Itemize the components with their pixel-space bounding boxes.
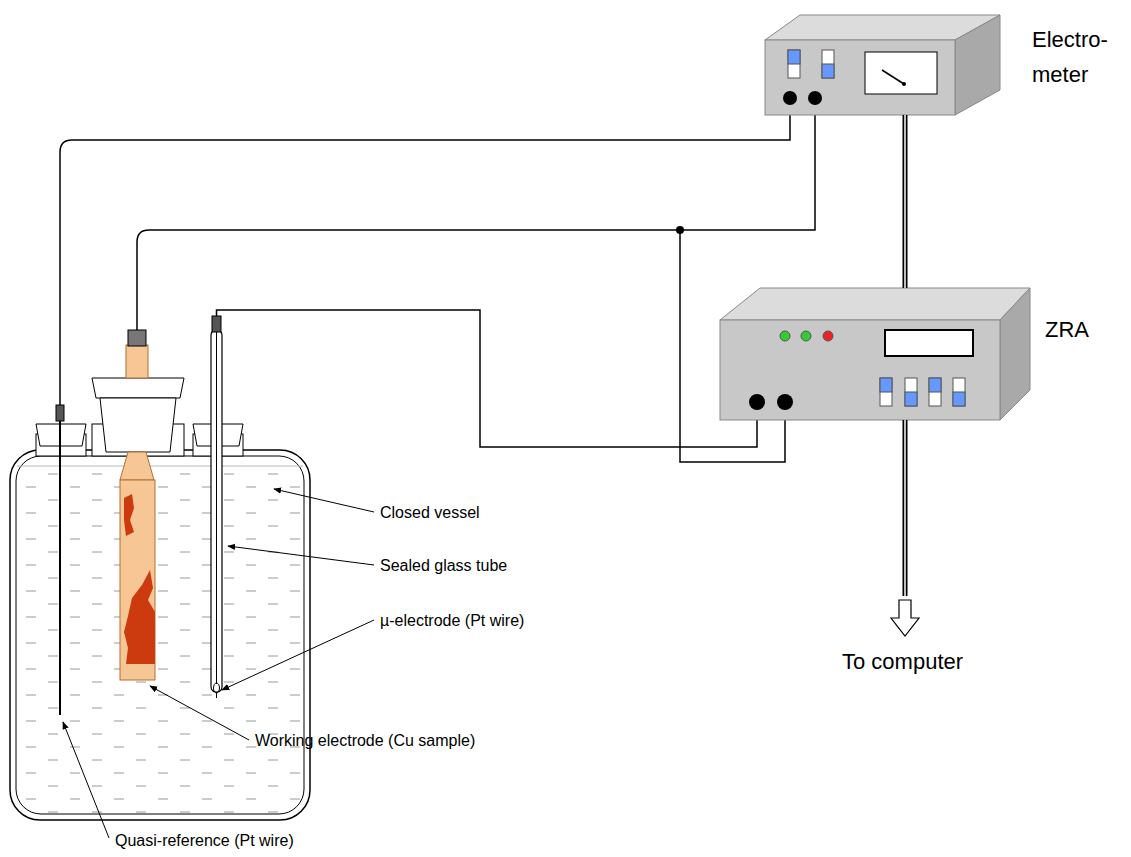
reference-label: Quasi-reference (Pt wire) [115,830,294,852]
vessel-label: Closed vessel [380,502,480,524]
micro-electrode [193,316,243,698]
cable-core [904,115,906,288]
wire [60,98,815,462]
electrometer-box [765,15,1000,115]
instrument-cable [905,115,906,288]
instrument-name: Electro- meter [1032,22,1127,92]
instrument-name: ZRA [1045,312,1115,347]
electrometer-box: Electro- meter [765,15,1000,115]
computer-cable [891,420,919,636]
closed-vessel [10,424,310,820]
leader-line [63,489,374,838]
computer-label: To computer [842,648,963,676]
zra-box: ZRA [720,288,1030,420]
working-electrode [92,330,184,680]
electrode-label: Working electrode (Cu sample) [255,730,475,752]
quasi-reference-electrode [36,405,86,715]
zra-box [720,288,1030,420]
cable-outline [903,115,908,288]
junction-dot [676,226,684,234]
electrode-label: µ-electrode (Pt wire) [380,610,524,632]
tube-label: Sealed glass tube [380,555,507,577]
